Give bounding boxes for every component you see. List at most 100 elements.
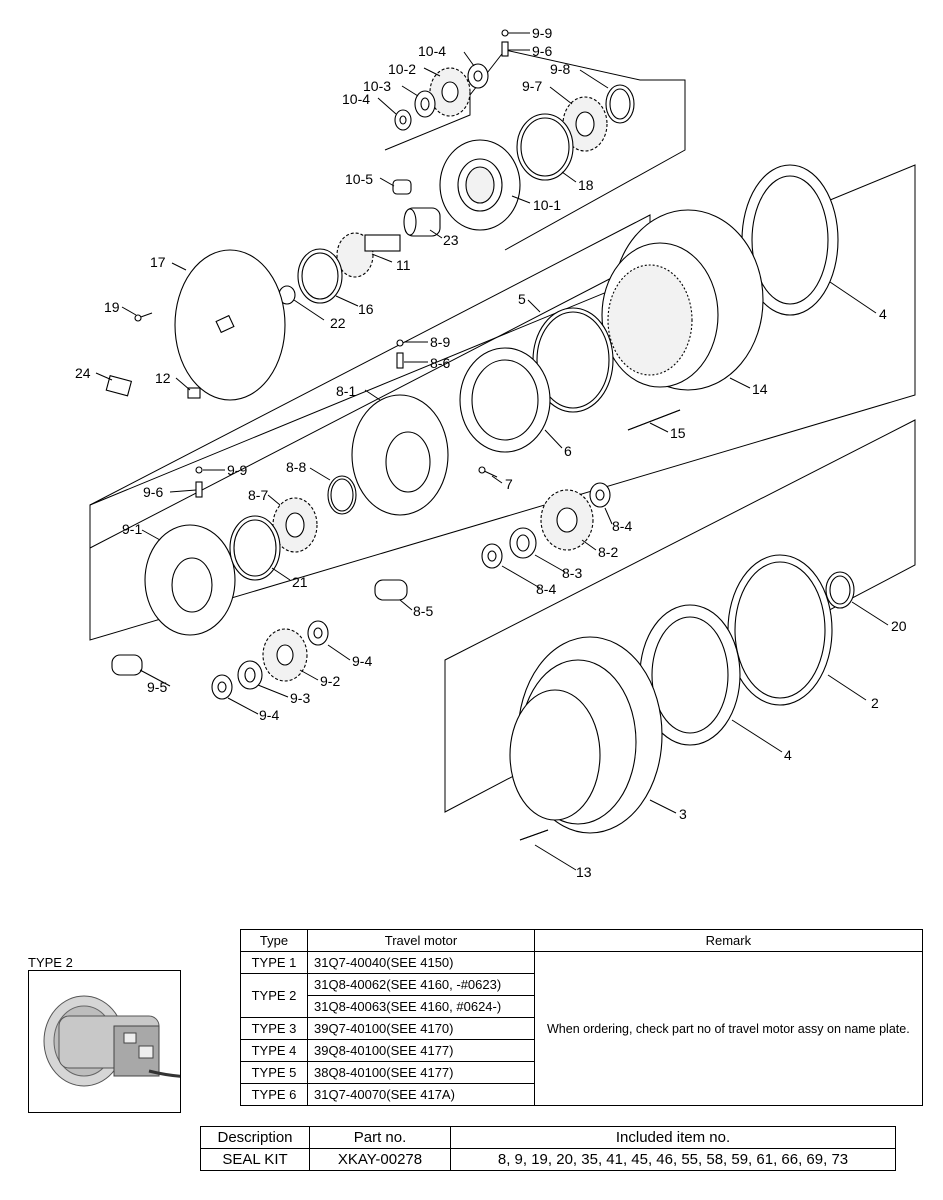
callout-9-6b: 9-6 bbox=[143, 484, 163, 500]
travel-motor-header: Travel motor bbox=[307, 929, 535, 952]
group-outline-top bbox=[384, 49, 686, 251]
included-items-cell: 8, 9, 19, 20, 35, 41, 45, 46, 55, 58, 59… bbox=[450, 1148, 896, 1171]
callout-10-1: 10-1 bbox=[533, 197, 561, 213]
part-19-screw bbox=[134, 312, 153, 322]
seal-kit-table: Description Part no. Included item no. S… bbox=[200, 1126, 896, 1171]
table-row: 31Q8-40063(SEE 4160, #0624-) bbox=[241, 995, 923, 1018]
part-9-2-gear bbox=[262, 628, 308, 682]
callout-23: 23 bbox=[443, 232, 459, 248]
callout-8-8: 8-8 bbox=[286, 459, 306, 475]
part-8-5-pin bbox=[374, 579, 408, 601]
callout-6: 6 bbox=[564, 443, 572, 459]
part-14-ring-gear bbox=[601, 209, 764, 391]
part-8-3-bearing bbox=[509, 527, 537, 559]
callout-19: 19 bbox=[104, 299, 120, 315]
part-9-4-washer bbox=[307, 620, 329, 646]
part-10-2-gear bbox=[429, 67, 471, 117]
callout-9-4b: 9-4 bbox=[259, 707, 279, 723]
callout-10-3: 10-3 bbox=[363, 78, 391, 94]
callout-9-2: 9-2 bbox=[320, 673, 340, 689]
part-10-1-carrier bbox=[439, 139, 521, 231]
part-8-8-ring bbox=[327, 475, 357, 515]
callout-22: 22 bbox=[330, 315, 346, 331]
part-21-ring bbox=[229, 515, 281, 581]
type-cell: TYPE 3 bbox=[240, 1017, 308, 1040]
part-8-4b-washer bbox=[481, 543, 503, 569]
callout-9-8: 9-8 bbox=[550, 61, 570, 77]
part-8-1-carrier bbox=[351, 394, 449, 516]
part-9-3-bearing bbox=[237, 660, 263, 690]
callout-7: 7 bbox=[505, 476, 513, 492]
part-17-cover bbox=[174, 249, 286, 401]
part-11-sun-gear bbox=[336, 232, 401, 278]
callout-15: 15 bbox=[670, 425, 686, 441]
part-9-1-carrier bbox=[144, 524, 236, 636]
callout-10-4: 10-4 bbox=[418, 43, 446, 59]
part-6-flange-ring bbox=[459, 347, 551, 453]
part-7-screw bbox=[478, 466, 498, 478]
type-cell: TYPE 4 bbox=[240, 1039, 308, 1062]
part-23-bearing bbox=[403, 207, 441, 237]
part-18-ring bbox=[516, 113, 574, 181]
type-cell: TYPE 2 bbox=[240, 973, 308, 1018]
callout-9-1: 9-1 bbox=[122, 521, 142, 537]
part-10-3-bearing bbox=[414, 90, 436, 118]
callout-14: 14 bbox=[752, 381, 768, 397]
leader-lines bbox=[95, 32, 889, 871]
callout-8-1: 8-1 bbox=[336, 383, 356, 399]
part-9-8-ring bbox=[605, 84, 635, 124]
part-12-plug bbox=[187, 387, 201, 399]
part-8-2-gear bbox=[540, 489, 594, 551]
type-table: Type Travel motor Remark TYPE 1 31Q7-400… bbox=[240, 929, 923, 1106]
callout-9-7: 9-7 bbox=[522, 78, 542, 94]
part-15-bolt bbox=[627, 409, 681, 431]
type-cell: TYPE 1 bbox=[240, 951, 308, 974]
part-no-cell: XKAY-00278 bbox=[309, 1148, 451, 1171]
table-row: TYPE 3 39Q7-40100(SEE 4170) bbox=[240, 1017, 923, 1040]
part-9-7-gear bbox=[562, 96, 608, 152]
part-9-4b-washer bbox=[211, 674, 233, 700]
motor-cell: 31Q7-40070(SEE 417A) bbox=[307, 1083, 535, 1106]
callout-17: 17 bbox=[150, 254, 166, 270]
included-items-header: Included item no. bbox=[450, 1126, 896, 1149]
motor-cell: 39Q8-40100(SEE 4177) bbox=[307, 1039, 535, 1062]
table-row: SEAL KIT XKAY-00278 8, 9, 19, 20, 35, 41… bbox=[200, 1148, 896, 1171]
description-header: Description bbox=[200, 1126, 310, 1149]
callout-13: 13 bbox=[576, 864, 592, 880]
callout-9-4: 9-4 bbox=[352, 653, 372, 669]
motor-cell: 31Q7-40040(SEE 4150) bbox=[307, 951, 535, 974]
callout-8-4: 8-4 bbox=[612, 518, 632, 534]
callout-8-7: 8-7 bbox=[248, 487, 268, 503]
callout-12: 12 bbox=[155, 370, 171, 386]
callout-9-5: 9-5 bbox=[147, 679, 167, 695]
part-10-4-washer bbox=[467, 63, 489, 89]
callout-5: 5 bbox=[518, 291, 526, 307]
callout-4: 4 bbox=[879, 306, 887, 322]
type-cell: TYPE 6 bbox=[240, 1083, 308, 1106]
part-16-ring bbox=[297, 248, 343, 304]
callout-8-5: 8-5 bbox=[413, 603, 433, 619]
description-cell: SEAL KIT bbox=[200, 1148, 310, 1171]
type2-label: TYPE 2 bbox=[28, 955, 73, 970]
remark-cell: When ordering, check part no of travel m… bbox=[534, 951, 923, 1106]
callout-4b: 4 bbox=[784, 747, 792, 763]
callout-8-2: 8-2 bbox=[598, 544, 618, 560]
part-4-bearing-lower bbox=[639, 604, 741, 746]
motor-cell: 31Q8-40063(SEE 4160, #0624-) bbox=[307, 995, 535, 1018]
part-10-5-pin bbox=[392, 179, 412, 195]
part-10-4b-washer bbox=[394, 109, 412, 131]
callout-3: 3 bbox=[679, 806, 687, 822]
part-9-6-pin bbox=[195, 466, 203, 498]
callout-18: 18 bbox=[578, 177, 594, 193]
table-row: TYPE 6 31Q7-40070(SEE 417A) bbox=[240, 1083, 923, 1106]
part-2-floating-seal bbox=[727, 554, 833, 706]
part-13-bolt bbox=[519, 829, 549, 841]
group-outline-lower bbox=[444, 419, 916, 813]
callout-20: 20 bbox=[891, 618, 907, 634]
part-8-7-gear bbox=[272, 497, 318, 553]
callout-9-9b: 9-9 bbox=[227, 462, 247, 478]
part-no-header: Part no. bbox=[309, 1126, 451, 1149]
callout-9-9: 9-9 bbox=[532, 25, 552, 41]
type-header: Type bbox=[240, 929, 308, 952]
motor-cell: 31Q8-40062(SEE 4160, -#0623) bbox=[307, 973, 535, 996]
